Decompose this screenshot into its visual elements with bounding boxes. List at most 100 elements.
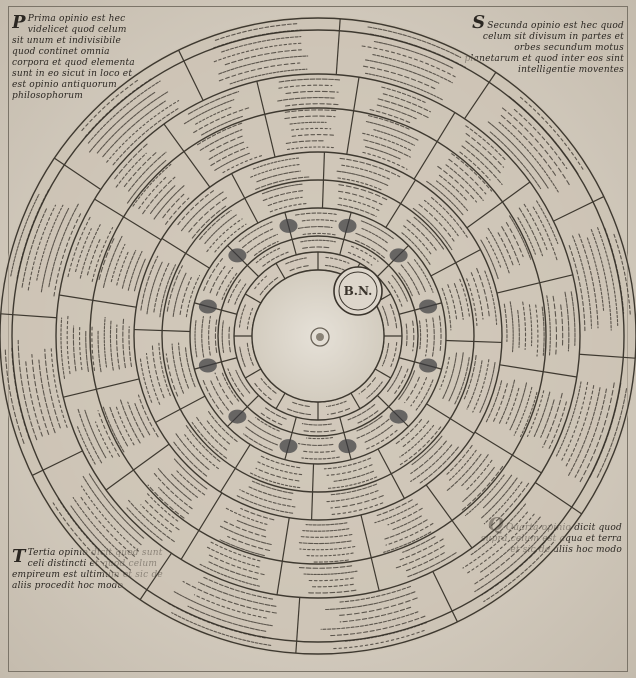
inscription-line xyxy=(245,426,278,446)
divider-4-1 xyxy=(374,368,392,379)
inscription-line xyxy=(310,583,354,588)
inscription-line xyxy=(239,346,246,368)
inscription-line xyxy=(260,412,283,426)
inscription-line xyxy=(269,202,309,213)
inscription-line xyxy=(153,472,193,510)
inscription-line xyxy=(501,226,521,266)
inscription-line xyxy=(483,481,523,525)
inscription-line xyxy=(40,207,70,293)
inscription-line xyxy=(11,347,30,440)
inscription-line xyxy=(326,400,347,408)
inscription-line xyxy=(158,487,189,515)
inscription-line xyxy=(306,437,334,440)
inscription-line xyxy=(480,239,499,280)
inscription-line xyxy=(284,109,337,113)
inscription-line xyxy=(102,235,123,288)
inscription-line xyxy=(365,59,440,84)
ring-3 xyxy=(55,73,581,599)
inscription-line xyxy=(202,576,274,600)
inscription-line xyxy=(225,507,268,525)
ring-6 xyxy=(161,179,475,493)
inscription-line xyxy=(157,468,192,501)
inscription-line xyxy=(21,207,48,288)
inscription-line xyxy=(109,319,114,371)
inscription-line xyxy=(106,100,180,163)
inscription-line xyxy=(256,170,301,183)
inscription-line xyxy=(122,317,126,369)
inscription-line xyxy=(485,236,502,270)
inscription-line xyxy=(356,410,379,425)
inscription-line xyxy=(329,615,426,637)
divider-2-4 xyxy=(219,444,251,493)
inscription-line xyxy=(246,233,278,254)
inscription-line xyxy=(528,304,533,347)
divider-0-7 xyxy=(54,157,102,190)
inscription-line xyxy=(158,342,171,397)
inscription-line xyxy=(255,176,310,190)
planet-figure-11 xyxy=(389,248,408,263)
inscription-line xyxy=(82,475,142,546)
inscription-line xyxy=(474,524,543,585)
library-stamp-icon: B.N. xyxy=(333,266,383,316)
divider-0-1 xyxy=(534,482,582,515)
inscription-line xyxy=(369,109,413,125)
inscription-line xyxy=(381,86,426,103)
inscription-line xyxy=(262,251,289,267)
inscription-line xyxy=(235,369,251,394)
inscription-line xyxy=(466,513,535,574)
inscription-line xyxy=(367,26,462,58)
inscription-line xyxy=(390,341,398,367)
inscription-line xyxy=(205,545,260,568)
inscription-line xyxy=(381,342,390,367)
inscription-line xyxy=(535,304,539,357)
inscription-line xyxy=(153,262,170,313)
inscription-line xyxy=(250,163,301,178)
inscription-line xyxy=(412,320,415,352)
inscription-line xyxy=(377,98,430,119)
inscription-line xyxy=(410,444,453,482)
inscription-line xyxy=(404,552,445,572)
inscription-line xyxy=(184,346,196,388)
inscription-line xyxy=(301,219,337,222)
inscription-line xyxy=(243,433,273,451)
inscription-line xyxy=(187,91,240,115)
inscription-line xyxy=(255,417,280,432)
inscription-line xyxy=(166,265,183,312)
inscription-line xyxy=(470,503,527,556)
inscription-line xyxy=(465,140,501,174)
inscription-line xyxy=(509,382,528,431)
divider-1-14 xyxy=(466,181,531,229)
inscription-line xyxy=(223,520,267,538)
inscription-line xyxy=(103,316,108,368)
inscription-line xyxy=(180,191,224,232)
inscription-line xyxy=(446,444,473,475)
ring-1 xyxy=(0,17,636,655)
inscription-line xyxy=(88,473,145,539)
inscription-line xyxy=(485,380,503,423)
inscription-line xyxy=(201,316,205,358)
inscription-line xyxy=(430,197,468,238)
inscription-line xyxy=(172,272,187,317)
ring-7 xyxy=(189,207,447,465)
inscription-line xyxy=(178,342,190,389)
inscription-line xyxy=(295,212,337,216)
inscription-line xyxy=(552,295,557,355)
ring-4 xyxy=(89,107,547,565)
inscription-line xyxy=(193,594,267,619)
inscription-line xyxy=(362,65,436,90)
inscription-line xyxy=(482,474,513,509)
inscription-line xyxy=(227,535,271,552)
divider-1-6 xyxy=(105,443,170,491)
inscription-line xyxy=(110,243,126,283)
inscription-line xyxy=(301,456,340,460)
inscription-line xyxy=(264,406,287,420)
inscription-line xyxy=(300,239,336,243)
inscription-line xyxy=(517,309,520,348)
inscription-line xyxy=(337,597,418,617)
inscription-line xyxy=(201,115,243,136)
inscription-line xyxy=(498,121,559,193)
inscription-line xyxy=(536,200,559,245)
inscription-line xyxy=(127,250,143,291)
divider-1-8 xyxy=(59,294,137,308)
